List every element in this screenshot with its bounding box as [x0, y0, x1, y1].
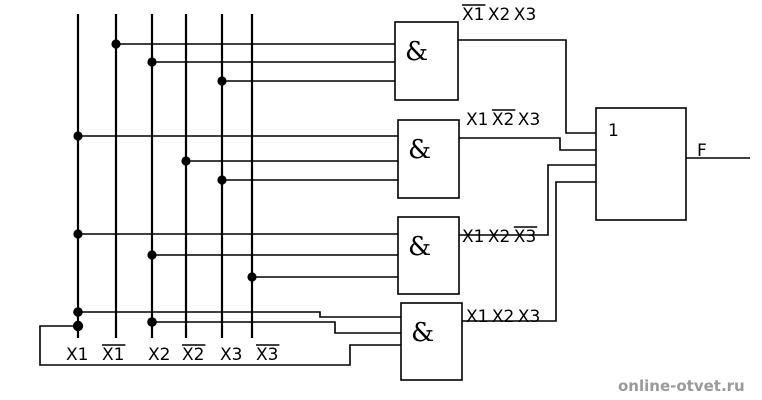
- input-label-5: X3: [220, 345, 242, 365]
- input-label-5-var-1: X3: [220, 345, 242, 365]
- and-gate-3-term-label-var-1: X1: [462, 227, 484, 247]
- or-gate-symbol: 1: [608, 121, 619, 141]
- and-gate-1-term-label-var-1: X1: [462, 5, 484, 25]
- watermark-text: online-otvet.ru: [618, 377, 745, 395]
- input-label-6-var-1: X3: [256, 345, 278, 365]
- and-gate-2: [397, 119, 460, 199]
- and4-to-or-wire: [462, 181, 596, 322]
- wires-layer: [39, 14, 750, 366]
- and1-to-or-wire: [458, 39, 596, 134]
- gate4-input-wire-1: [78, 311, 401, 318]
- and-gate-3: [397, 216, 460, 295]
- junction-dot-x1-feedback: [72, 320, 84, 332]
- junction-dots-layer: [72, 39, 257, 332]
- junction-dot-g3-2: [147, 250, 157, 260]
- and-gate-3-term-label-var-2: X2: [488, 227, 510, 247]
- input-label-2: X1: [102, 344, 126, 365]
- and-gate-4-term-label-var-3: X3: [518, 307, 540, 327]
- junction-dot-g2-2: [181, 156, 191, 166]
- junction-dot-g2-1: [73, 131, 83, 141]
- and-gate-2-symbol: &: [408, 135, 431, 165]
- and-gate-1-term-label-var-3: X3: [514, 5, 536, 25]
- and-gate-2-term-label-var-1: X1: [466, 110, 488, 130]
- gates-layer: & & & & 1: [394, 21, 687, 381]
- junction-dot-g1-2: [147, 57, 157, 67]
- junction-dot-g1-3: [217, 76, 227, 86]
- x1-loop-to-gate4-wire: [78, 344, 401, 366]
- and-gate-1-term-label-var-2: X2: [488, 5, 510, 25]
- or-gate: [595, 107, 687, 221]
- junction-dot-g4-1: [73, 307, 83, 317]
- input-label-4-var-1: X2: [182, 345, 204, 365]
- junction-dot-g2-3: [217, 175, 227, 185]
- gate4-input-wire-2: [152, 321, 401, 334]
- and-gate-4: [400, 302, 463, 381]
- and-gate-4-term-label-var-1: X1: [466, 307, 488, 327]
- input-label-2-var-1: X1: [102, 345, 124, 365]
- input-label-6: X3: [256, 344, 280, 365]
- input-label-4: X2: [182, 344, 206, 365]
- junction-dot-g4-2: [147, 317, 157, 327]
- junction-dot-g3-1: [73, 229, 83, 239]
- input-label-3-var-1: X2: [148, 345, 170, 365]
- output-label-f: F: [697, 141, 707, 161]
- and-gate-2-term-label-var-3: X3: [518, 110, 540, 130]
- input-label-1: X1: [66, 345, 88, 365]
- input-label-1-var-1: X1: [66, 345, 88, 365]
- and-gate-3-term-label-var-3: X3: [514, 227, 536, 247]
- x1-feedback-wire: [39, 325, 78, 366]
- junction-dot-g3-3: [247, 272, 257, 282]
- and2-to-or-wire: [459, 137, 596, 151]
- and-gate-4-term-label-var-2: X2: [492, 307, 514, 327]
- junction-dot-g1-1: [111, 39, 121, 49]
- input-label-3: X2: [148, 345, 170, 365]
- and-gate-1: [394, 21, 459, 101]
- and-gate-3-symbol: &: [408, 232, 431, 262]
- and-gate-2-term-label-var-2: X2: [492, 110, 514, 130]
- and-gate-1-symbol: &: [405, 37, 428, 67]
- and3-to-or-wire: [459, 164, 596, 236]
- and-gate-4-symbol: &: [411, 318, 434, 348]
